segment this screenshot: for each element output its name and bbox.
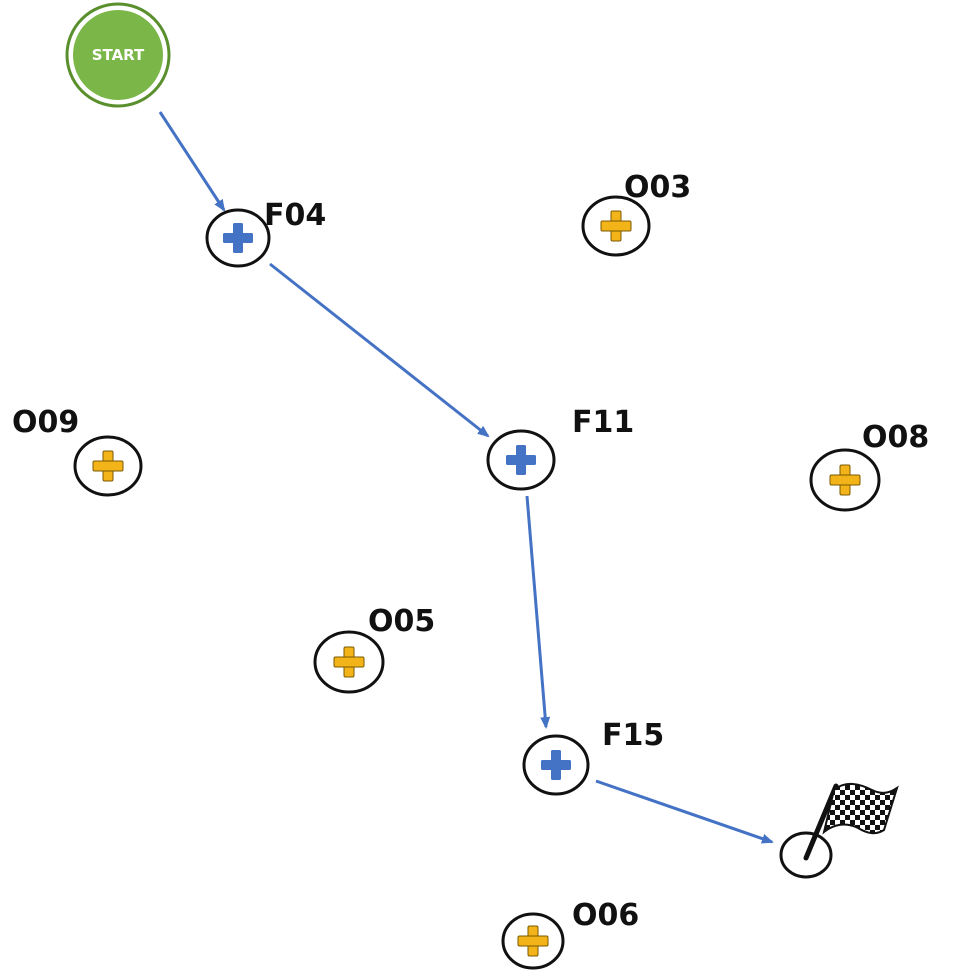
node-label-F15: F15 [602,718,664,753]
plus-icon [829,464,861,496]
node-label-F11: F11 [572,405,634,440]
arrow-F15-to-finish [595,779,774,844]
node-label-O08: O08 [862,420,929,455]
node-O03 [581,195,651,257]
node-label-O03: O03 [624,170,691,205]
plus-icon [600,210,632,242]
arrow-start-to-F04 [158,111,226,212]
checkered-flag-icon [803,783,899,861]
finish-node [779,783,899,879]
plus-icon [333,646,365,678]
arrow-F11-to-F15 [525,495,551,729]
node-F04 [205,208,271,268]
node-F11 [486,429,556,491]
node-O05 [313,630,385,694]
start-label: START [92,46,145,64]
node-F15 [522,734,590,796]
plus-icon [541,750,571,780]
node-O08 [809,448,881,512]
plus-icon [517,925,549,957]
node-label-F04: F04 [264,198,326,233]
start-node: START [65,2,171,108]
plus-icon [92,450,124,482]
arrow-F04-to-F11 [269,262,490,438]
node-label-O09: O09 [12,405,79,440]
plus-icon [223,223,253,253]
node-O06 [501,912,565,970]
node-O09 [73,435,143,497]
node-label-O06: O06 [572,898,639,933]
node-label-O05: O05 [368,604,435,639]
plus-icon [506,445,536,475]
path-arrows [158,111,774,844]
